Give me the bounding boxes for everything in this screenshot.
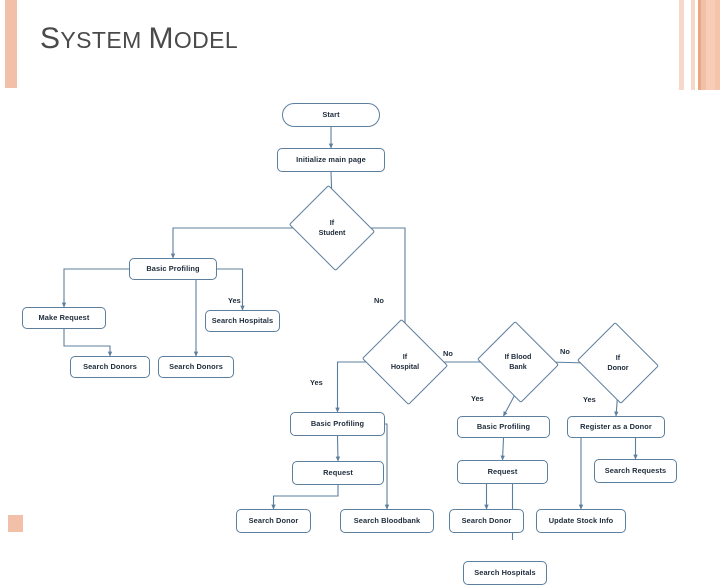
- stripe-4: [701, 0, 706, 90]
- flow-node-label: Basic Profiling: [476, 421, 531, 431]
- flow-node-init[interactable]: Initialize main page: [277, 148, 385, 172]
- flow-node-start[interactable]: Start: [282, 103, 380, 127]
- flow-node-basic_profiling_3[interactable]: Basic Profiling: [457, 416, 550, 438]
- left-accent-bar: [5, 0, 17, 88]
- flow-node-label: Register as a Donor: [580, 421, 652, 431]
- stripe-5: [706, 0, 715, 90]
- flow-node-label: Search Hospitals: [474, 567, 536, 577]
- stripe-1: [679, 0, 684, 90]
- flow-node-request_1[interactable]: Request: [292, 461, 384, 485]
- flow-node-search_donors_1[interactable]: Search Donors: [70, 356, 150, 378]
- flow-node-label: Initialize main page: [296, 154, 366, 164]
- edge-label-no_bloodbank: No: [560, 347, 570, 356]
- flow-node-label: Update Stock Info: [548, 515, 614, 525]
- edge-label-yes_bloodbank: Yes: [471, 394, 484, 403]
- edge-label-no_hospital: No: [443, 349, 453, 358]
- flow-node-label: Search Donors: [83, 361, 137, 371]
- flow-node-search_requests[interactable]: Search Requests: [594, 459, 677, 483]
- flow-node-label: Search Requests: [604, 465, 667, 475]
- flow-node-register_donor[interactable]: Register as a Donor: [567, 416, 665, 438]
- stripe-3: [698, 0, 701, 90]
- flow-node-label: Start: [322, 109, 340, 119]
- title-text: SYSTEM MODEL: [40, 22, 239, 55]
- flow-node-search_hospitals_2[interactable]: Search Hospitals: [463, 561, 547, 585]
- connector: [335, 435, 341, 462]
- flow-node-search_donor_2[interactable]: Search Donor: [449, 509, 524, 533]
- connector: [61, 268, 129, 308]
- connector: [335, 361, 372, 413]
- bottom-left-accent-square: [8, 515, 23, 532]
- flow-node-search_donor_1[interactable]: Search Donor: [236, 509, 311, 533]
- edge-label-yes_hospital: Yes: [310, 378, 323, 387]
- flow-node-label: Request: [487, 466, 518, 476]
- edge-label-no_student: No: [374, 296, 384, 305]
- connector: [365, 227, 408, 335]
- stripe-6: [715, 0, 720, 90]
- flow-node-make_request[interactable]: Make Request: [22, 307, 106, 329]
- flow-node-search_donors_2[interactable]: Search Donors: [158, 356, 234, 378]
- flow-node-label: Search Donor: [461, 515, 512, 525]
- connector: [384, 423, 390, 510]
- flow-node-label: Make Request: [38, 312, 90, 322]
- flow-node-label: Basic Profiling: [146, 263, 200, 273]
- connector: [271, 485, 339, 510]
- page-title: SYSTEM MODEL: [40, 22, 238, 56]
- flow-node-label: Search Bloodbank: [353, 515, 421, 525]
- flow-node-label: Search Donor: [248, 515, 299, 525]
- flow-node-label: Search Hospitals: [211, 315, 274, 325]
- flow-node-search_hospitals_1[interactable]: Search Hospitals: [205, 310, 280, 332]
- edge-label-yes_donor: Yes: [583, 395, 596, 404]
- flow-node-request_2[interactable]: Request: [457, 460, 548, 484]
- flow-node-basic_profiling_1[interactable]: Basic Profiling: [129, 258, 217, 280]
- flow-node-search_bloodbank[interactable]: Search Bloodbank: [340, 509, 434, 533]
- connector: [500, 437, 505, 461]
- connector: [217, 268, 245, 311]
- connector: [170, 227, 299, 259]
- stripe-2: [691, 0, 695, 90]
- flow-node-update_stock[interactable]: Update Stock Info: [536, 509, 626, 533]
- flow-node-label: Search Donors: [169, 361, 223, 371]
- flow-node-basic_profiling_2[interactable]: Basic Profiling: [290, 412, 385, 436]
- flow-node-label: Request: [323, 467, 353, 477]
- connector: [63, 329, 113, 357]
- edge-label-yes_student: Yes: [228, 296, 241, 305]
- flow-node-label: Basic Profiling: [310, 418, 365, 428]
